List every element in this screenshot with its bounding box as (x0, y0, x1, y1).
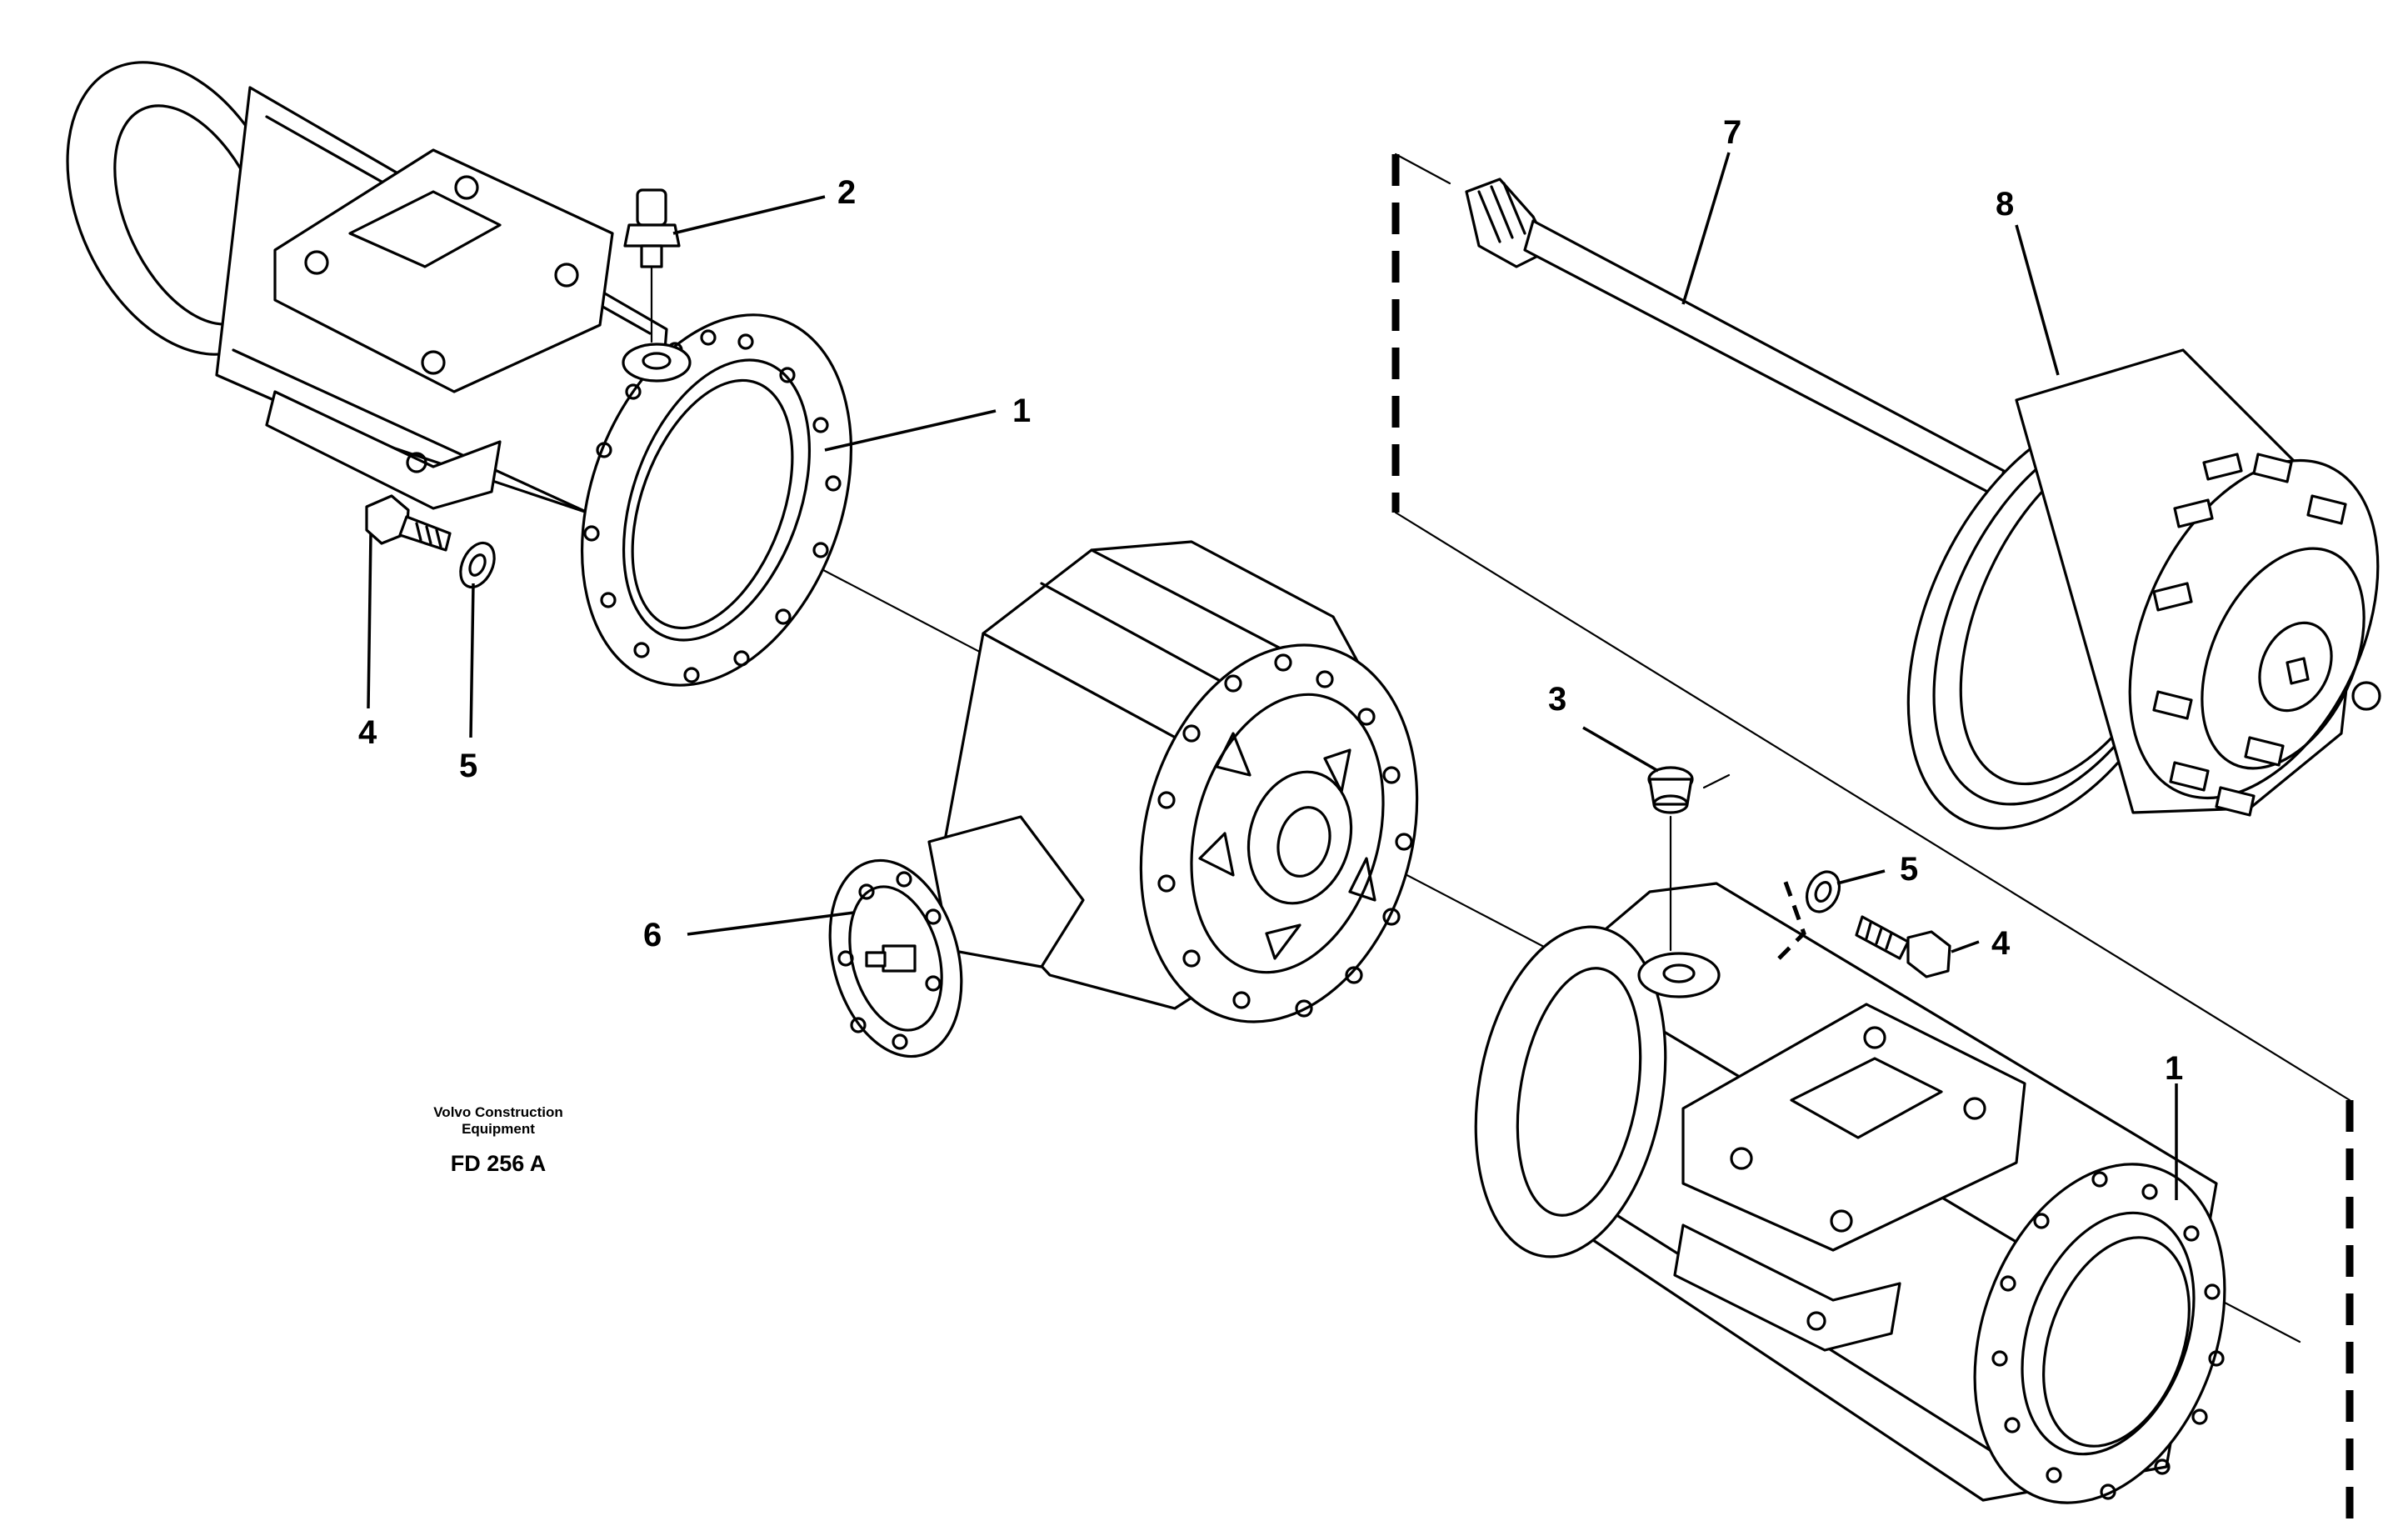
drive-shaft (1465, 178, 2006, 498)
callout-1-right: 1 (2165, 1050, 2183, 1087)
callout-3: 3 (1548, 681, 1566, 718)
right-bolt (1855, 915, 1951, 978)
pinion-flange (828, 858, 963, 1058)
right-washer (1777, 870, 1841, 960)
wheel-hub (1906, 348, 2381, 830)
drain-plug (1647, 766, 1731, 952)
callout-5-left: 5 (459, 748, 477, 784)
callout-5-right: 5 (1900, 851, 1918, 888)
leader-lines (367, 152, 2178, 1200)
callout-2: 2 (837, 174, 856, 211)
figure-code: FD 256 A (451, 1151, 547, 1176)
callout-8: 8 (1996, 186, 2014, 223)
callout-4-left: 4 (358, 714, 377, 751)
left-bolt (365, 494, 452, 552)
differential-carrier (828, 540, 1419, 1058)
wheel-studs (2152, 453, 2347, 817)
left-axle-housing (66, 61, 853, 687)
left-washer (459, 541, 496, 589)
carrier-face-bolt-holes (1157, 653, 1413, 1018)
callout-labels: 2 1 4 5 7 8 3 5 4 6 1 (358, 114, 2183, 1087)
phantom-boundary (1391, 153, 2354, 1525)
callout-7: 7 (1723, 114, 1741, 151)
right-axle-housing (1474, 882, 2226, 1504)
credit-line-2: Equipment (462, 1121, 535, 1137)
callout-4-right: 4 (1991, 925, 2011, 962)
callout-6: 6 (643, 917, 662, 953)
callout-1-left: 1 (1012, 393, 1031, 429)
credit-line-1: Volvo Construction (433, 1104, 563, 1120)
figure-credit: Volvo Construction Equipment FD 256 A (433, 1104, 563, 1176)
right-flange-bolt-holes (1991, 1171, 2225, 1500)
breather-valve (623, 188, 681, 343)
